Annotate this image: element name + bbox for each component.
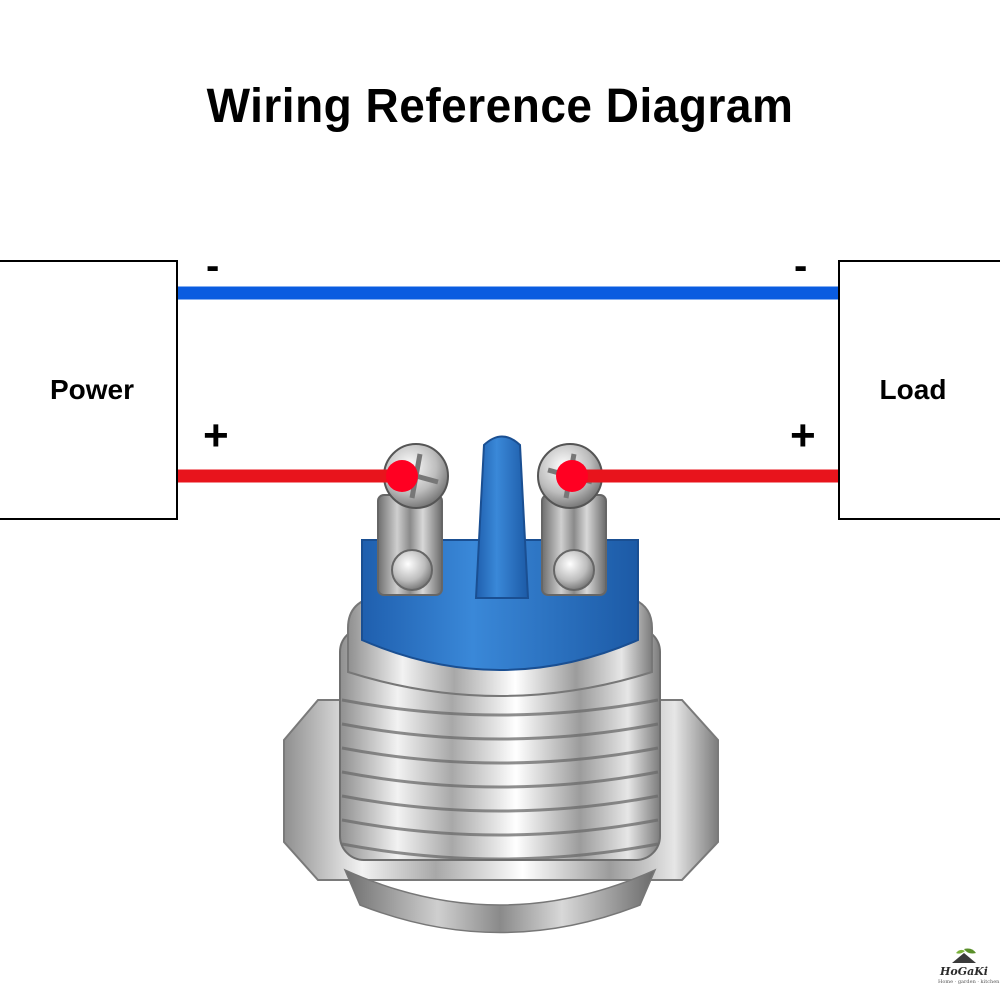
diagram-title: Wiring Reference Diagram bbox=[206, 77, 794, 133]
terminal-left bbox=[377, 443, 449, 596]
bottom-collar bbox=[343, 868, 657, 934]
load-positive-symbol: + bbox=[790, 411, 816, 460]
brand-logo: HoGaKi Home · garden · kitchen bbox=[938, 945, 1000, 990]
power-box: Power bbox=[0, 260, 178, 520]
load-negative-symbol: - bbox=[794, 244, 808, 288]
logo-text: HoGaKi bbox=[940, 965, 988, 978]
leaf-house-icon bbox=[952, 948, 976, 963]
power-negative-symbol: - bbox=[206, 244, 220, 288]
divider-fin bbox=[474, 435, 530, 599]
thread-lines bbox=[341, 698, 659, 861]
power-label: Power bbox=[49, 374, 135, 405]
load-label: Load bbox=[879, 374, 947, 405]
power-positive-symbol: + bbox=[203, 411, 229, 460]
logo-tagline: Home · garden · kitchen bbox=[938, 979, 1000, 985]
contact-dot-right bbox=[556, 460, 588, 492]
contact-dot-left bbox=[386, 460, 418, 492]
load-box: Load bbox=[838, 260, 1000, 520]
